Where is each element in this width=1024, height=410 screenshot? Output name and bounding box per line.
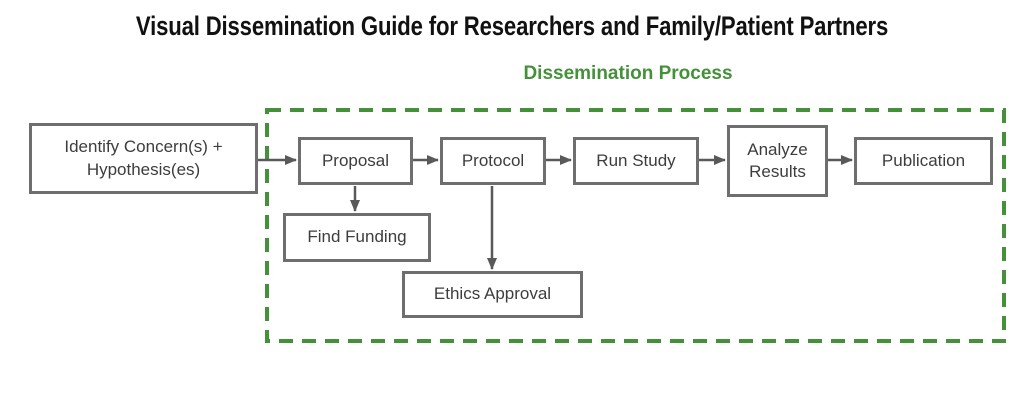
node-publication: Publication xyxy=(854,137,993,185)
node-analyze-results: Analyze Results xyxy=(727,125,828,197)
node-identify-concerns-hypothesis: Identify Concern(s) + Hypothesis(es) xyxy=(29,123,258,194)
node-label: Protocol xyxy=(461,150,525,170)
node-protocol: Protocol xyxy=(440,137,546,185)
dissemination-process-label: Dissemination Process xyxy=(523,63,733,84)
node-find-funding: Find Funding xyxy=(283,213,431,262)
page-title: Visual Dissemination Guide for Researche… xyxy=(135,11,889,41)
node-label: Publication xyxy=(881,150,966,170)
node-label: Identify Concern(s) + Hypothesis(es) xyxy=(64,137,223,179)
node-label: Proposal xyxy=(321,150,390,170)
node-proposal: Proposal xyxy=(298,137,413,185)
node-label: Run Study xyxy=(596,150,676,170)
node-label: Ethics Approval xyxy=(433,284,552,304)
node-ethics-approval: Ethics Approval xyxy=(402,271,583,318)
node-run-study: Run Study xyxy=(573,137,699,185)
node-label: Analyze Results xyxy=(747,139,808,181)
node-label: Find Funding xyxy=(307,227,407,247)
